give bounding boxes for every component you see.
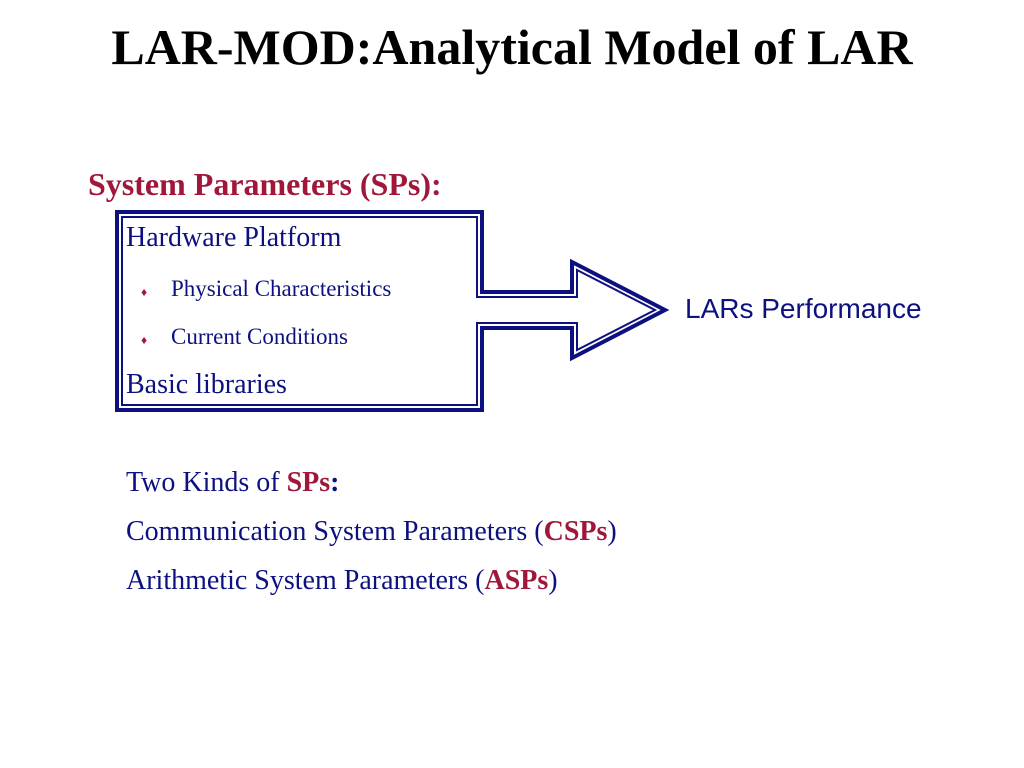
arrow-box-outline-outer <box>115 210 670 412</box>
diamond-bullet-icon: ♦ <box>141 333 148 347</box>
sps-abbrev: SPs <box>286 467 331 498</box>
physical-characteristics-item: Physical Characteristics <box>171 276 392 301</box>
hardware-platform-label: Hardware Platform <box>126 222 342 253</box>
slide-title: LAR-MOD:Analytical Model of LAR <box>111 19 913 75</box>
diamond-bullet-icon: ♦ <box>141 285 148 299</box>
csps-abbrev: CSPs <box>543 516 608 547</box>
two-kinds-line: Two Kinds of SPs: <box>126 465 340 501</box>
two-kinds-text: Two Kinds of <box>126 467 287 498</box>
csp-line: Communication System Parameters (CSPs) <box>126 514 617 550</box>
colon-mark: : <box>330 467 340 498</box>
asp-close-paren: ) <box>548 565 558 596</box>
lars-performance-label: LARs Performance <box>685 293 922 324</box>
current-conditions-item: Current Conditions <box>171 324 348 349</box>
asps-abbrev: ASPs <box>484 565 549 596</box>
arrow-box-outline-inner <box>121 216 658 406</box>
csp-text: Communication System Parameters ( <box>126 516 544 547</box>
csp-close-paren: ) <box>607 516 617 547</box>
asp-text: Arithmetic System Parameters ( <box>126 565 485 596</box>
asp-line: Arithmetic System Parameters (ASPs) <box>126 563 558 599</box>
system-parameters-heading: System Parameters (SPs): <box>88 166 442 202</box>
basic-libraries-label: Basic libraries <box>126 369 287 400</box>
